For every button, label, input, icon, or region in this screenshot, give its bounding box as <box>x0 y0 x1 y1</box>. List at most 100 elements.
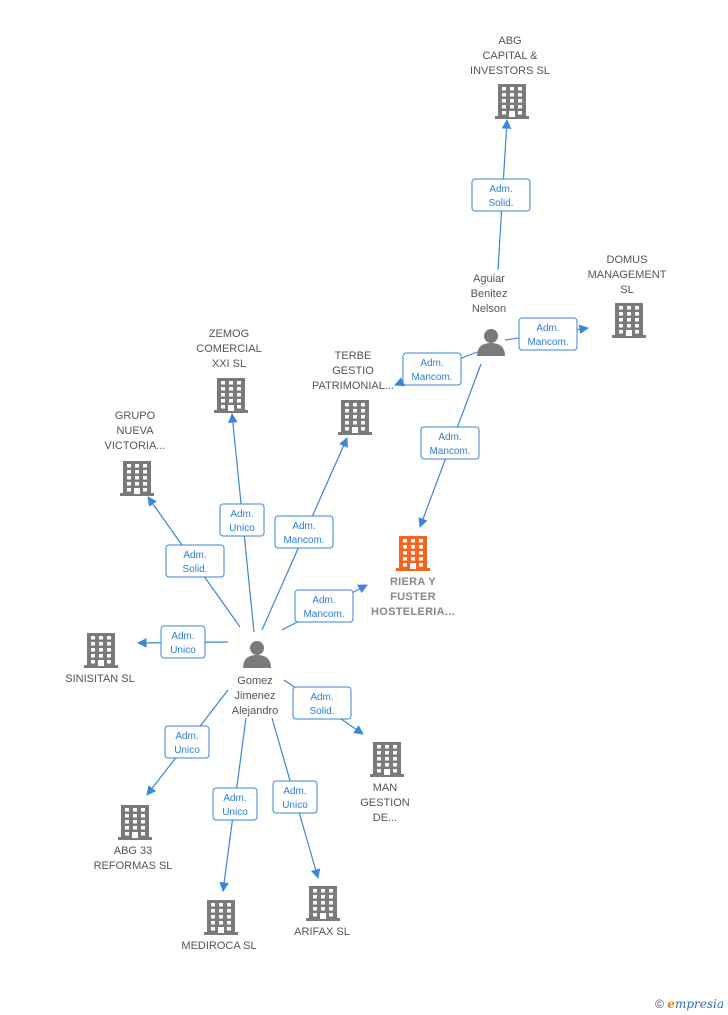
relation-label-box <box>165 544 225 578</box>
relation-label-box <box>219 503 265 537</box>
relation-label[interactable]: Adm. Mancom. <box>402 352 462 386</box>
building-icon <box>612 303 646 338</box>
node-terbe[interactable]: TERBE GESTIO PATRIMONIAL... <box>312 350 394 435</box>
node-mediroca[interactable]: MEDIROCA SL <box>181 900 257 952</box>
node-label: GRUPO <box>115 410 156 422</box>
node-label: DOMUS <box>607 254 648 266</box>
node-label: NUEVA <box>116 425 154 437</box>
node-label: Jimenez <box>235 690 276 702</box>
relation-label[interactable]: Adm. Mancom. <box>420 426 480 460</box>
relation-label-text: Adm. <box>489 184 512 195</box>
relation-label-text: Adm. <box>183 550 206 561</box>
relation-label-box <box>274 515 334 549</box>
node-label: INVESTORS SL <box>470 65 550 77</box>
relation-label[interactable]: Adm.Unico <box>272 780 318 814</box>
edge-gomez-mediroca: Adm.Unico <box>212 717 258 892</box>
node-label: HOSTELERIA... <box>371 606 455 618</box>
relation-label-text: Adm. <box>420 358 443 369</box>
node-label: ARIFAX SL <box>294 926 350 938</box>
copyright-symbol: © <box>655 997 664 1011</box>
node-label: MEDIROCA SL <box>181 940 256 952</box>
relation-label-box <box>164 725 210 759</box>
relation-label-box <box>294 589 354 623</box>
person-icon <box>477 329 505 356</box>
edge-gomez-arifax: Adm.Unico <box>271 717 321 879</box>
relation-label[interactable]: Adm.Mancom. <box>274 515 334 549</box>
node-arifax[interactable]: ARIFAX SL <box>294 886 350 938</box>
node-label: FUSTER <box>390 591 436 603</box>
relation-label-text: Adm. <box>536 323 559 334</box>
relation-label[interactable]: Adm.Mancom. <box>294 589 354 623</box>
building-icon <box>120 461 154 496</box>
relation-label-box <box>402 352 462 386</box>
node-label: MAN <box>373 782 398 794</box>
relation-label-text: Mancom. <box>411 372 452 383</box>
relation-label[interactable]: Adm.Unico <box>164 725 210 759</box>
node-riera[interactable]: RIERA YFUSTERHOSTELERIA... <box>371 536 455 618</box>
building-icon <box>306 886 340 921</box>
relation-label[interactable]: Adm. Unico <box>160 625 206 659</box>
relation-label[interactable]: Adm.Unico <box>212 787 258 821</box>
relation-label-box <box>420 426 480 460</box>
edge-aguiar-abg_capital: Adm.Solid. <box>471 119 531 271</box>
edge-gomez-zemog: Adm. Unico <box>219 413 265 633</box>
relation-label-text: Adm. <box>230 509 253 520</box>
relation-label-text: Adm. <box>438 432 461 443</box>
relation-label-text: Unico <box>229 523 255 534</box>
building-icon <box>495 84 529 119</box>
edge-gomez-abg33: Adm.Unico <box>146 689 229 796</box>
node-grupo[interactable]: GRUPO NUEVA VICTORIA... <box>105 410 166 496</box>
node-label: DE... <box>373 812 397 824</box>
node-label: Alejandro <box>232 705 278 717</box>
node-label: SL <box>620 284 633 296</box>
node-label: SINISITAN SL <box>65 673 134 685</box>
edge-gomez-man: Adm.Solid. <box>283 679 364 735</box>
relation-label-text: Mancom. <box>283 535 324 546</box>
node-label: Gomez <box>237 675 272 687</box>
node-label: XXI SL <box>212 358 246 370</box>
relation-label[interactable]: Adm. Mancom. <box>518 317 578 351</box>
node-label: PATRIMONIAL... <box>312 380 394 392</box>
building-icon <box>118 805 152 840</box>
node-label: CAPITAL & <box>482 50 538 62</box>
node-man[interactable]: MAN GESTION DE... <box>360 742 410 824</box>
node-label: VICTORIA... <box>105 440 166 452</box>
node-label: TERBE <box>335 350 372 362</box>
relation-label-box <box>272 780 318 814</box>
building-icon <box>338 400 372 435</box>
relation-label-box <box>212 787 258 821</box>
node-sinisitan[interactable]: SINISITAN SL <box>65 633 135 685</box>
relation-label[interactable]: Adm. Unico <box>219 503 265 537</box>
relation-label-text: Adm. <box>171 631 194 642</box>
edge-aguiar-riera: Adm. Mancom. <box>418 363 482 528</box>
relation-label-text: Adm. <box>175 731 198 742</box>
relation-label-text: Mancom. <box>429 446 470 457</box>
relation-label[interactable]: Adm. Solid. <box>165 544 225 578</box>
edge-gomez-sinisitan: Adm. Unico <box>137 625 229 659</box>
relation-label-text: Mancom. <box>303 609 344 620</box>
node-abg_capital[interactable]: ABG CAPITAL & INVESTORS SL <box>470 35 550 119</box>
edge-gomez-terbe: Adm.Mancom. <box>261 437 348 631</box>
building-icon <box>214 378 248 413</box>
node-label: GESTION <box>360 797 410 809</box>
relation-label-text: Solid. <box>182 564 207 575</box>
relation-label[interactable]: Adm.Solid. <box>292 686 352 720</box>
node-label: REFORMAS SL <box>94 860 173 872</box>
node-label: Aguiar <box>473 273 505 285</box>
edges-layer: Adm. Solid. Adm. Mancom. Adm. Mancom. Adm. Manc… <box>137 119 589 892</box>
footer-brand: © empresia <box>655 997 724 1011</box>
building-icon <box>84 633 118 668</box>
relation-label-text: Mancom. <box>527 337 568 348</box>
node-label: GESTIO <box>332 365 374 377</box>
relation-label[interactable]: Adm.Solid. <box>471 178 531 212</box>
person-icon <box>243 641 271 668</box>
node-label: ABG <box>498 35 521 47</box>
relation-label-text: Unico <box>170 645 196 656</box>
relation-label-text: Unico <box>282 800 308 811</box>
